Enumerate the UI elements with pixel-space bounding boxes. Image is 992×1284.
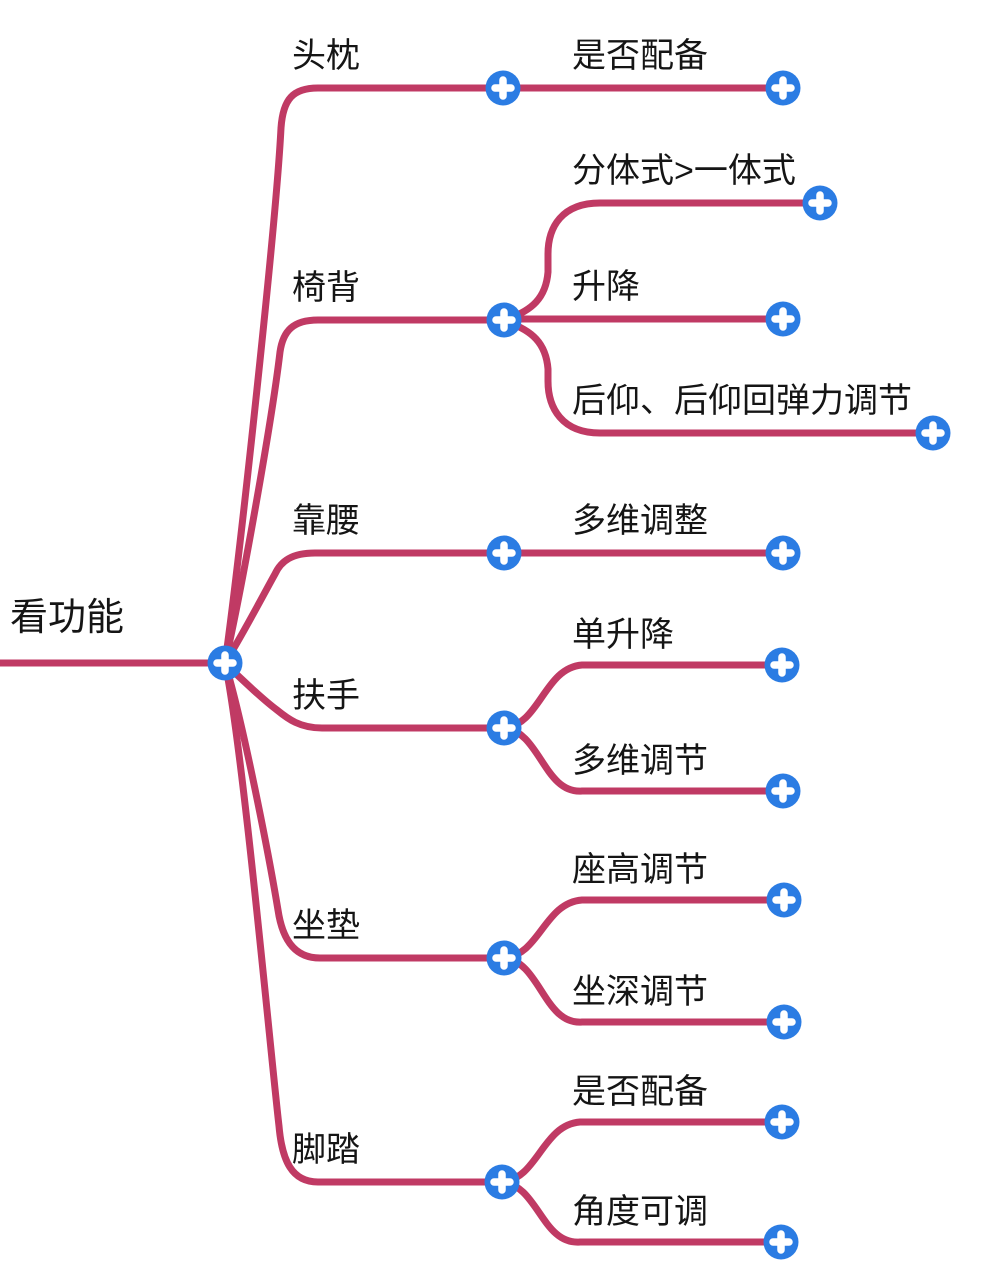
lumbar-expand-button[interactable]: [486, 535, 522, 571]
backrest-split-type-label[interactable]: 分体式>一体式: [572, 152, 796, 190]
connector-root-to-armrest: [221, 659, 508, 732]
connector-backrest-to-recline: [500, 317, 937, 437]
footrest-equipped-label[interactable]: 是否配备: [572, 1073, 708, 1111]
branch-armrest-label[interactable]: 扶手: [292, 677, 360, 715]
headrest-equipped-label[interactable]: 是否配备: [572, 37, 708, 75]
plus-icon: [490, 1170, 514, 1194]
backrest-expand-button[interactable]: [486, 302, 522, 338]
lumbar-multi-adjust-expand-button[interactable]: [765, 535, 801, 571]
connector-backrest-to-split-type: [500, 199, 824, 324]
root-expand-button[interactable]: [207, 645, 243, 681]
branch-backrest-label[interactable]: 椅背: [292, 269, 360, 307]
armrest-multi-adjust-label[interactable]: 多维调节: [572, 742, 708, 780]
plus-icon: [492, 716, 516, 740]
backrest-lift-expand-button[interactable]: [765, 301, 801, 337]
seat-cushion-expand-button[interactable]: [486, 940, 522, 976]
headrest-equipped-expand-button[interactable]: [765, 70, 801, 106]
headrest-expand-button[interactable]: [485, 70, 521, 106]
connector-root-to-footrest: [221, 659, 506, 1186]
plus-icon: [769, 1230, 793, 1254]
plus-icon: [491, 76, 515, 100]
branch-seat-cushion-label[interactable]: 坐垫: [292, 907, 360, 945]
recline-expand-button[interactable]: [915, 415, 951, 451]
split-type-expand-button[interactable]: [802, 185, 838, 221]
branch-lumbar-label[interactable]: 靠腰: [292, 502, 360, 540]
plus-icon: [492, 308, 516, 332]
plus-icon: [492, 541, 516, 565]
single-lift-expand-button[interactable]: [764, 647, 800, 683]
connector-root-to-lumbar: [221, 549, 787, 667]
plus-icon: [770, 653, 794, 677]
plus-icon: [770, 1110, 794, 1134]
footrest-expand-button[interactable]: [484, 1164, 520, 1200]
footrest-angle-label[interactable]: 角度可调: [572, 1193, 708, 1231]
seat-depth-expand-button[interactable]: [766, 1004, 802, 1040]
plus-icon: [771, 307, 795, 331]
plus-icon: [771, 541, 795, 565]
connector-root-to-backrest: [221, 316, 508, 667]
connector-armrest-to-single-lift: [500, 661, 786, 732]
lumbar-multi-adjust-label[interactable]: 多维调整: [572, 502, 708, 540]
backrest-recline-label[interactable]: 后仰、后仰回弹力调节: [572, 382, 912, 420]
connector-footrest-to-equipped: [498, 1118, 786, 1186]
seat-height-adjust-label[interactable]: 座高调节: [572, 851, 708, 889]
armrest-multi-adjust-expand-button[interactable]: [765, 773, 801, 809]
branch-headrest-label[interactable]: 头枕: [292, 37, 360, 75]
plus-icon: [771, 779, 795, 803]
plus-icon: [772, 1010, 796, 1034]
plus-icon: [492, 946, 516, 970]
connector-seat-to-height-adjust: [500, 896, 788, 962]
plus-icon: [772, 888, 796, 912]
root-node-label[interactable]: 看功能: [10, 597, 125, 639]
plus-icon: [771, 76, 795, 100]
armrest-expand-button[interactable]: [486, 710, 522, 746]
backrest-lift-label[interactable]: 升降: [572, 268, 640, 306]
plus-icon: [921, 421, 945, 445]
plus-icon: [213, 651, 237, 675]
plus-icon: [808, 191, 832, 215]
armrest-single-lift-label[interactable]: 单升降: [572, 616, 674, 654]
seat-depth-adjust-label[interactable]: 坐深调节: [572, 973, 708, 1011]
connector-root-to-seat-cushion: [221, 659, 508, 962]
footrest-angle-expand-button[interactable]: [763, 1224, 799, 1260]
footrest-equipped-expand-button[interactable]: [764, 1104, 800, 1140]
branch-footrest-label[interactable]: 脚踏: [292, 1131, 360, 1169]
connector-root-to-headrest: [221, 84, 787, 667]
seat-height-expand-button[interactable]: [766, 882, 802, 918]
